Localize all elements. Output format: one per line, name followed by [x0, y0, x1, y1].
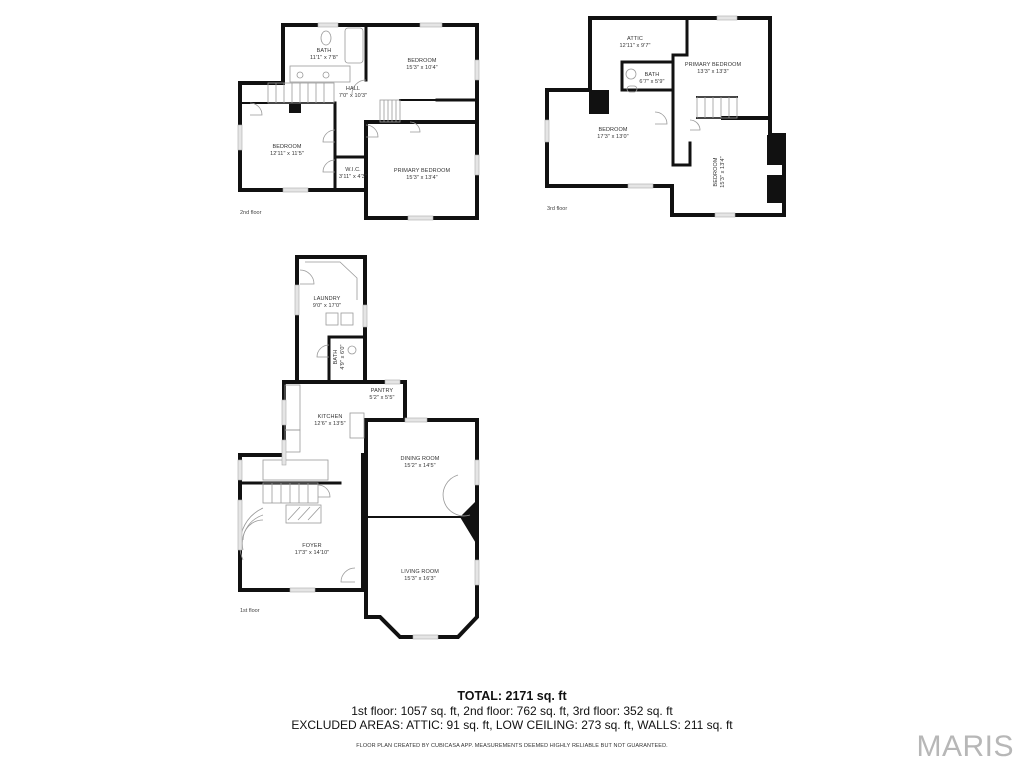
total-area: TOTAL: 2171 sq. ft	[457, 689, 567, 703]
third-floor-walls	[545, 16, 786, 217]
disclaimer: FLOOR PLAN CREATED BY CUBICASA APP. MEAS…	[356, 743, 668, 749]
excluded-areas: EXCLUDED AREAS: ATTIC: 91 sq. ft, LOW CE…	[291, 718, 733, 732]
stairs-2nd	[267, 82, 401, 123]
brand-logo: MARIS	[916, 730, 1014, 763]
floor-label-1st: 1st floor	[240, 608, 260, 614]
floor-label-2nd: 2nd floor	[240, 210, 262, 216]
floor-areas: 1st floor: 1057 sq. ft, 2nd floor: 762 s…	[351, 704, 673, 718]
floor-label-3rd: 3rd floor	[547, 206, 568, 212]
chimney	[289, 103, 301, 113]
chimney-3rd	[589, 90, 609, 114]
room-label-2f-wic: W.I.C.3'11" x 4'3"	[339, 167, 367, 180]
second-floor-walls	[238, 23, 479, 220]
first-floor-walls	[238, 255, 479, 639]
